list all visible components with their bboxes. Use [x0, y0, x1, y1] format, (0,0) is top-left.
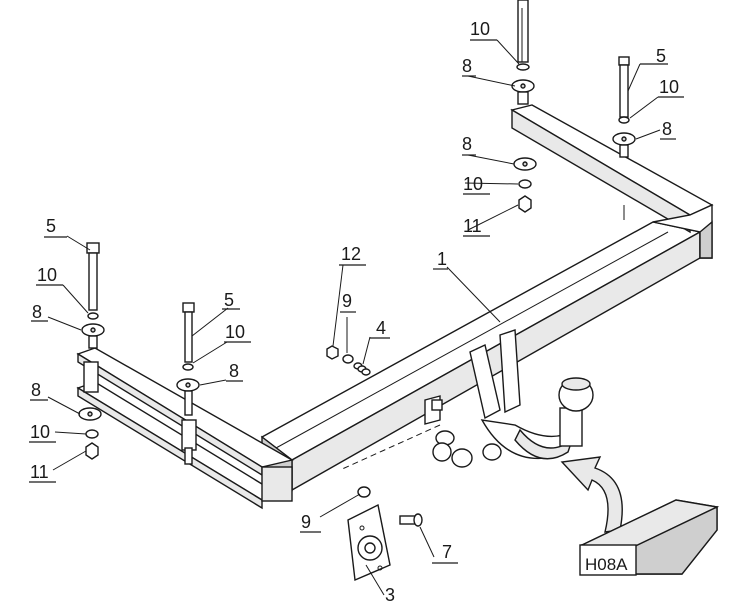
- fastener-stack-left: [78, 407, 102, 460]
- callout-9-center: 9: [342, 291, 352, 311]
- dashed-mount-line: [339, 424, 441, 471]
- bolt-inner: [176, 302, 200, 465]
- callout-5-right: 5: [656, 46, 666, 66]
- left-side-arm: [76, 347, 294, 510]
- socket-plate: [347, 503, 391, 582]
- callout-8-mid: 8: [462, 134, 472, 154]
- small-fasteners-center: [326, 345, 371, 376]
- callout-10-left: 10: [37, 265, 57, 285]
- right-side-arm: [510, 104, 714, 259]
- callout-10-inner: 10: [225, 322, 245, 342]
- model-box: H08A: [579, 499, 720, 576]
- callout-8-inner: 8: [229, 361, 239, 381]
- bolt-left: [81, 242, 105, 349]
- curved-arrow-icon: [560, 456, 623, 533]
- callout-11-mid: 11: [463, 216, 482, 236]
- bolt: [399, 513, 423, 527]
- model-code-label: H08A: [585, 555, 628, 574]
- leader-lines: [47, 39, 661, 596]
- callout-4: 4: [376, 318, 386, 338]
- callout-10-top: 10: [470, 19, 490, 39]
- washer: [357, 486, 371, 498]
- callout-8-top: 8: [462, 56, 472, 76]
- callout-9-bottom: 9: [301, 512, 311, 532]
- fastener-stack-right: [513, 157, 537, 213]
- callout-8-left-top: 8: [32, 302, 42, 322]
- callout-8-left-bottom: 8: [31, 380, 41, 400]
- callout-11-left: 11: [30, 462, 49, 482]
- callout-5-inner: 5: [224, 290, 234, 310]
- bolt-top: [511, 0, 535, 105]
- callout-12: 12: [341, 244, 361, 264]
- callout-3: 3: [385, 585, 395, 601]
- bolt-right: [612, 56, 636, 158]
- callout-7: 7: [442, 542, 452, 562]
- callout-10-left-bottom: 10: [30, 422, 50, 442]
- tow-ball-assembly: [424, 329, 594, 468]
- callout-10-mid: 10: [463, 174, 483, 194]
- callout-10-right: 10: [659, 77, 679, 97]
- callout-1: 1: [437, 249, 447, 269]
- callout-5-left: 5: [46, 216, 56, 236]
- callout-8-right: 8: [662, 119, 672, 139]
- callout-labels: 10 8 5 10 8 8 10 11 1 12 9 4 5 10 8 5 10…: [29, 19, 684, 601]
